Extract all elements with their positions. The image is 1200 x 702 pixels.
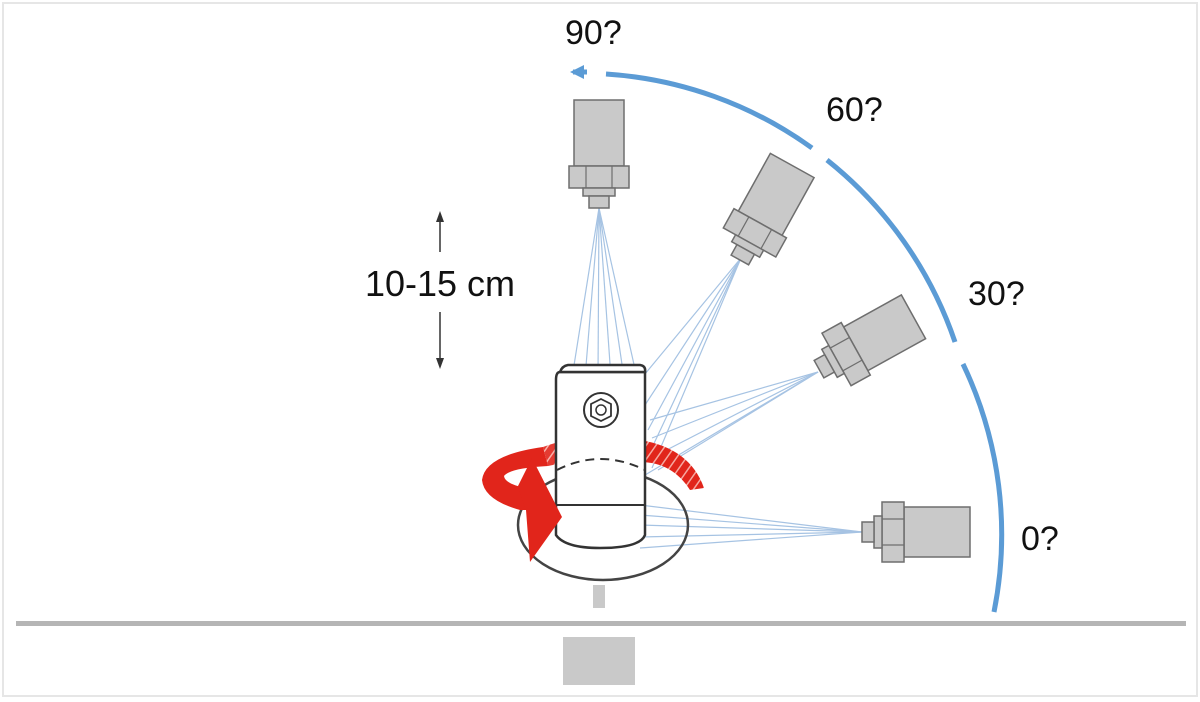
arc-arrowhead-icon [570,65,584,79]
beam-fan-0 [639,504,863,549]
arc-segment-30-60 [825,158,958,343]
arc-segment-0-30 [960,362,1005,613]
mount-post [593,585,605,608]
beam-fan-90 [571,207,638,379]
sensor-60 [722,152,816,266]
angle-label-0: 0? [1021,520,1059,558]
angle-label-30: 30? [968,275,1025,313]
angle-label-60: 60? [826,91,883,129]
beam-fans [571,207,863,549]
sensor-90 [568,99,630,209]
angle-label-90: 90? [565,14,622,52]
mounting-bracket [554,363,647,550]
rotation-arrow-back [640,440,704,490]
sensor-30 [813,293,927,387]
rotation-arrow-icon [482,447,562,562]
distance-arrow-icon [436,211,444,369]
base-block [563,637,635,685]
sensor-0 [861,501,971,563]
arc-segment-60-90 [605,71,814,151]
ground-line [16,621,1186,626]
distance-label: 10-15 cm [365,263,515,304]
beam-fan-60 [639,257,742,469]
